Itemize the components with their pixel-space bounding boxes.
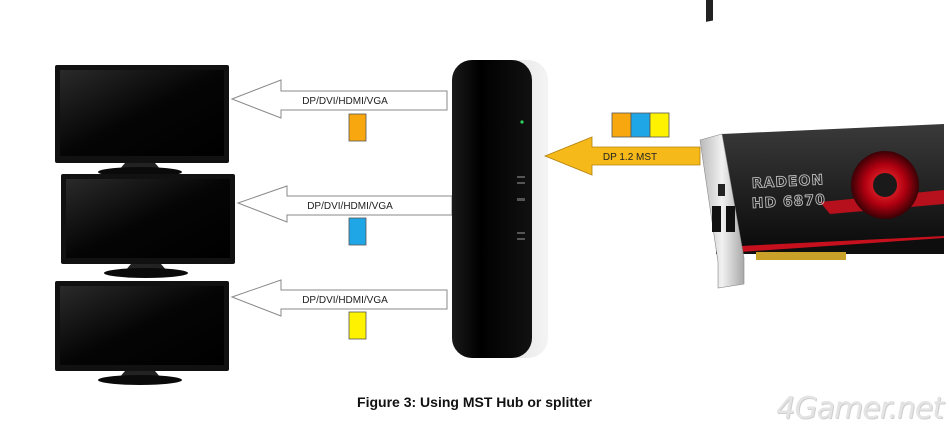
output-arrow-1: DP/DVI/HDMI/VGA bbox=[230, 79, 448, 119]
stream-block-orange bbox=[348, 113, 367, 142]
input-stream-block-blue bbox=[630, 112, 651, 138]
figure-caption: Figure 3: Using MST Hub or splitter bbox=[357, 394, 592, 410]
monitor-3-stand bbox=[98, 375, 182, 385]
input-stream-block-yellow bbox=[649, 112, 670, 138]
gpu-fan-hub bbox=[873, 173, 897, 197]
output-arrow-2: DP/DVI/HDMI/VGA bbox=[236, 185, 453, 223]
stream-block-blue bbox=[348, 217, 367, 246]
output-arrow-3-label: DP/DVI/HDMI/VGA bbox=[302, 295, 388, 306]
gpu-brand: RADEON bbox=[751, 172, 824, 192]
output-arrow-2-label: DP/DVI/HDMI/VGA bbox=[307, 201, 393, 212]
mst-hub-face bbox=[452, 60, 532, 358]
monitor-3 bbox=[55, 281, 229, 385]
input-stream-block-orange bbox=[611, 112, 632, 138]
mst-hub-port-markings bbox=[517, 176, 525, 240]
monitor-1-screen bbox=[60, 70, 224, 156]
watermark-logo: 4Gamer.net bbox=[776, 391, 944, 426]
gpu-port-hdmi bbox=[718, 184, 725, 196]
input-arrow-label: DP 1.2 MST bbox=[603, 152, 657, 163]
monitor-2-stand bbox=[104, 268, 188, 278]
gpu-port-dvi-2 bbox=[726, 206, 735, 232]
gpu-bracket bbox=[699, 133, 745, 289]
monitor-2-screen bbox=[66, 179, 230, 258]
gpu-model: HD 6870 bbox=[751, 192, 826, 212]
output-arrow-3: DP/DVI/HDMI/VGA bbox=[230, 279, 448, 317]
gpu-port-dp-1 bbox=[706, 0, 713, 22]
output-arrow-1-label: DP/DVI/HDMI/VGA bbox=[302, 96, 388, 107]
stream-block-yellow bbox=[348, 311, 367, 340]
monitor-2 bbox=[61, 174, 235, 278]
mst-hub-led bbox=[520, 120, 524, 124]
monitor-3-screen bbox=[60, 286, 224, 365]
gpu-port-dvi-1 bbox=[712, 206, 721, 232]
gpu-contacts bbox=[756, 252, 846, 260]
graphics-card: RADEON HD 6870 bbox=[699, 0, 944, 289]
mst-hub bbox=[452, 60, 548, 358]
input-arrow: DP 1.2 MST bbox=[543, 136, 701, 176]
monitor-1 bbox=[55, 65, 229, 177]
